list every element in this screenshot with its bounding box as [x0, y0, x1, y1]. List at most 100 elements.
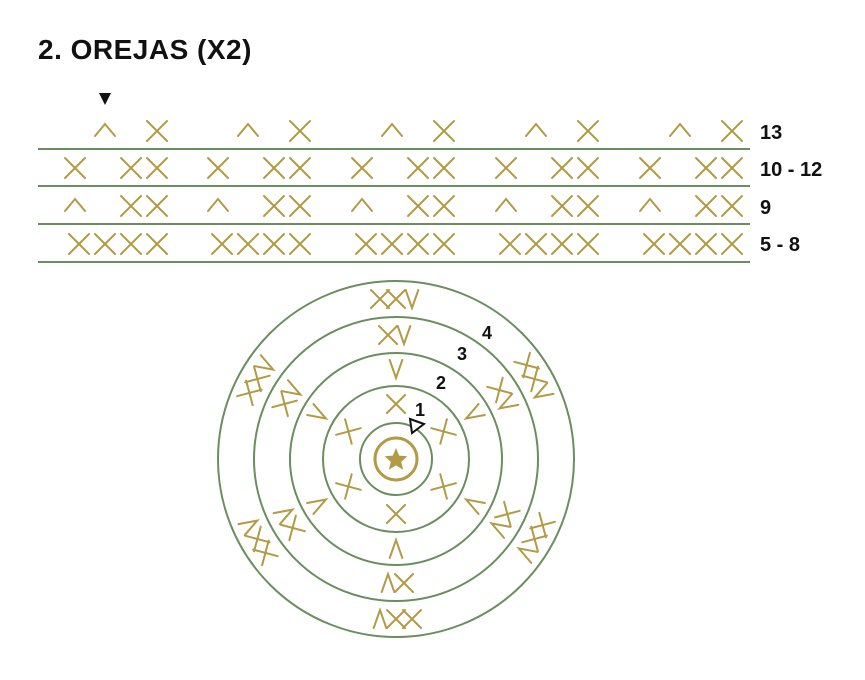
row-3-stitch-sc: [68, 233, 90, 255]
row-3-stitch-sc: [499, 233, 521, 255]
single-crochet-icon: [521, 525, 548, 553]
center-ring: [359, 422, 433, 496]
row-3-stitch-sc: [355, 233, 377, 255]
round-start-marker-icon: [408, 417, 427, 435]
round-3-stitch: [280, 379, 304, 397]
single-crochet-icon: [120, 233, 142, 255]
single-crochet-icon: [486, 376, 513, 404]
increase-icon: [351, 197, 373, 212]
increase-icon: [306, 497, 329, 515]
single-crochet-icon: [551, 233, 573, 255]
increase-icon: [380, 570, 396, 593]
single-crochet-icon: [525, 233, 547, 255]
increase-icon: [381, 122, 403, 137]
round-1-ring: [322, 385, 470, 533]
row-3-stitch-sc: [211, 233, 233, 255]
round-4-stitch: [253, 354, 276, 372]
single-crochet-icon: [279, 514, 306, 542]
single-crochet-icon: [433, 195, 455, 217]
row-0-stitch-inc: [94, 122, 116, 137]
single-crochet-icon: [64, 157, 86, 179]
row-0-stitch-sc: [146, 120, 168, 142]
single-crochet-icon: [577, 195, 599, 217]
increase-icon: [525, 122, 547, 137]
single-crochet-icon: [639, 157, 661, 179]
row-0-stitch-inc: [381, 122, 403, 137]
row-3-stitch-sc: [525, 233, 547, 255]
row-label-5-8: 5 - 8: [760, 234, 800, 256]
page-title: 2. OREJAS (X2): [38, 34, 252, 65]
round-4-stitch: [244, 365, 271, 393]
row-3-stitch-sc: [695, 233, 717, 255]
round-3-stitch: [494, 500, 521, 528]
round-stitches: [236, 289, 556, 629]
row-1-stitch-sc: [207, 157, 229, 179]
row-2-stitch-sc: [407, 195, 429, 217]
row-3-stitch-sc: [551, 233, 573, 255]
row-0-stitch-inc: [525, 122, 547, 137]
row-1-stitch-sc: [495, 157, 517, 179]
round-3-stitch: [488, 521, 512, 539]
row-1-stitch-sc: [721, 157, 743, 179]
single-crochet-icon: [430, 418, 457, 445]
single-crochet-icon: [433, 120, 455, 142]
row-2-stitch-inc: [207, 197, 229, 212]
increase-icon: [207, 197, 229, 212]
single-crochet-icon: [146, 195, 168, 217]
row-3-stitch-sc: [643, 233, 665, 255]
round-4-stitch: [244, 525, 271, 553]
single-crochet-icon: [577, 120, 599, 142]
row-0-stitch-inc: [237, 122, 259, 137]
row-3-stitch-sc: [381, 233, 403, 255]
row-3-stitch-sc: [237, 233, 259, 255]
increase-icon: [495, 197, 517, 212]
increase-icon: [488, 521, 512, 539]
row-0-stitch-sc: [721, 120, 743, 142]
row-3-stitch-sc: [433, 233, 455, 255]
increase-icon: [532, 381, 555, 399]
single-crochet-icon: [263, 157, 285, 179]
single-crochet-icon: [407, 157, 429, 179]
increase-icon: [272, 508, 296, 526]
round-1-stitch: [335, 473, 362, 500]
round-4-stitch: [386, 609, 406, 629]
single-crochet-icon: [386, 289, 406, 309]
single-crochet-icon: [370, 289, 390, 309]
single-crochet-icon: [68, 233, 90, 255]
single-crochet-icon: [263, 233, 285, 255]
increase-icon: [639, 197, 661, 212]
single-crochet-icon: [378, 325, 398, 345]
row-3-stitch-sc: [146, 233, 168, 255]
single-crochet-icon: [721, 120, 743, 142]
round-4-stitch: [370, 289, 390, 309]
increase-icon: [396, 325, 412, 348]
single-crochet-icon: [146, 120, 168, 142]
single-crochet-icon: [430, 473, 457, 500]
start-marker-icon: [99, 93, 111, 105]
increase-icon: [372, 606, 388, 629]
round-3-stitch: [378, 325, 398, 345]
magic-ring-icon: [373, 436, 419, 482]
round-4-stitch: [529, 511, 556, 539]
row-3-stitch-sc: [94, 233, 116, 255]
round-2-stitch: [463, 403, 486, 421]
row-1-stitch-sc: [407, 157, 429, 179]
single-crochet-icon: [513, 351, 540, 379]
round-4-stitch: [521, 365, 548, 393]
round-4-stitch: [404, 289, 420, 312]
single-crochet-icon: [695, 157, 717, 179]
row-1-stitch-sc: [289, 157, 311, 179]
increase-icon: [306, 403, 329, 421]
round-3-stitch: [271, 390, 298, 418]
row-2-stitch-inc: [639, 197, 661, 212]
row-label-9: 9: [760, 197, 771, 219]
row-2-stitch-inc: [64, 197, 86, 212]
round-4-stitch: [237, 519, 260, 537]
round-4-stitch: [513, 351, 540, 379]
row-3-stitch-sc: [120, 233, 142, 255]
single-crochet-icon: [355, 233, 377, 255]
single-crochet-icon: [244, 525, 271, 553]
single-crochet-icon: [386, 394, 406, 414]
row-0-stitch-sc: [433, 120, 455, 142]
single-crochet-icon: [495, 157, 517, 179]
